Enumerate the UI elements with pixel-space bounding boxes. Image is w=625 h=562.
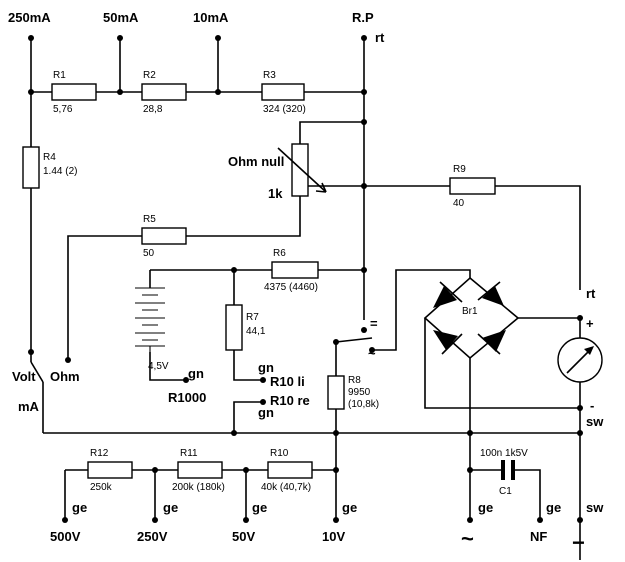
svg-text:Ohm: Ohm xyxy=(50,369,80,384)
resistor-r9: R9 40 xyxy=(449,164,496,209)
resistor-r5: R5 50 xyxy=(141,214,187,259)
svg-text:500V: 500V xyxy=(50,529,81,544)
svg-text:50V: 50V xyxy=(232,529,255,544)
svg-text:=: = xyxy=(370,316,378,331)
svg-text:1.44 (2): 1.44 (2) xyxy=(43,166,77,177)
svg-text:sw: sw xyxy=(586,500,604,515)
svg-text:200k (180k): 200k (180k) xyxy=(172,482,225,493)
resistor-r11: R11 200k (180k) xyxy=(172,448,225,493)
svg-text:R5: R5 xyxy=(143,214,156,225)
svg-text:9950: 9950 xyxy=(348,387,371,398)
svg-text:R10 re: R10 re xyxy=(270,393,310,408)
terminal-labels: 250mA 50mA 10mA R.P rt rt + - sw sw Volt… xyxy=(8,10,604,555)
svg-text:ge: ge xyxy=(342,500,357,515)
svg-text:−: − xyxy=(572,530,585,555)
resistor-r10: R10 40k (40,7k) xyxy=(261,448,313,493)
svg-text:100n 1k5V: 100n 1k5V xyxy=(480,448,528,459)
svg-text:ge: ge xyxy=(252,500,267,515)
svg-text:10mA: 10mA xyxy=(193,10,229,25)
battery-4-5v: 4,5V xyxy=(135,287,169,372)
svg-text:250k: 250k xyxy=(90,482,113,493)
svg-text:R12: R12 xyxy=(90,448,109,459)
svg-text:50: 50 xyxy=(143,248,155,259)
svg-text:250mA: 250mA xyxy=(8,10,51,25)
bridge-rectifier-br1: Br1 xyxy=(423,276,520,360)
svg-text:mA: mA xyxy=(18,399,40,414)
resistor-r1: R1 5,76 xyxy=(51,70,97,115)
svg-text:R11: R11 xyxy=(180,448,198,459)
svg-text:R1: R1 xyxy=(53,70,66,81)
svg-text:NF: NF xyxy=(530,529,547,544)
svg-text:R.P: R.P xyxy=(352,10,374,25)
svg-text:ge: ge xyxy=(72,500,87,515)
svg-text:rt: rt xyxy=(375,30,385,45)
svg-text:10V: 10V xyxy=(322,529,345,544)
svg-text:50mA: 50mA xyxy=(103,10,139,25)
resistor-r4: R4 1.44 (2) xyxy=(22,146,77,189)
range-switch: = ~ xyxy=(335,316,378,361)
svg-text:gn: gn xyxy=(188,366,204,381)
svg-text:~: ~ xyxy=(368,346,376,361)
svg-text:-: - xyxy=(590,398,594,413)
svg-text:R8: R8 xyxy=(348,375,361,386)
junction-dots xyxy=(28,35,583,523)
capacitor-c1: 100n 1k5V C1 xyxy=(480,448,528,497)
svg-text:R6: R6 xyxy=(273,248,286,259)
svg-text:R3: R3 xyxy=(263,70,276,81)
svg-text:R10 li: R10 li xyxy=(270,374,305,389)
svg-text:ge: ge xyxy=(478,500,493,515)
svg-text:R9: R9 xyxy=(453,164,466,175)
svg-text:44,1: 44,1 xyxy=(246,326,266,337)
svg-text:40k (40,7k): 40k (40,7k) xyxy=(261,482,311,493)
svg-text:5,76: 5,76 xyxy=(53,104,73,115)
resistor-r2: R2 28,8 xyxy=(141,70,187,115)
svg-text:40: 40 xyxy=(453,198,465,209)
svg-text:R7: R7 xyxy=(246,312,259,323)
svg-text:gn: gn xyxy=(258,405,274,420)
potentiometer-ohm-null: Ohm null 1k xyxy=(228,143,327,201)
svg-text:R1000: R1000 xyxy=(168,390,206,405)
resistor-r3: R3 324 (320) xyxy=(261,70,306,115)
resistor-r7: R7 44,1 xyxy=(225,304,266,351)
svg-text:+: + xyxy=(586,316,594,331)
svg-text:gn: gn xyxy=(258,360,274,375)
svg-text:~: ~ xyxy=(461,526,474,551)
svg-text:324 (320): 324 (320) xyxy=(263,104,306,115)
svg-text:1k: 1k xyxy=(268,186,283,201)
svg-text:R4: R4 xyxy=(43,152,56,163)
svg-text:sw: sw xyxy=(586,414,604,429)
svg-text:4,5V: 4,5V xyxy=(148,361,169,372)
svg-text:4375 (4460): 4375 (4460) xyxy=(264,282,318,293)
svg-text:C1: C1 xyxy=(499,486,512,497)
svg-text:R2: R2 xyxy=(143,70,156,81)
svg-text:250V: 250V xyxy=(137,529,168,544)
svg-text:R10: R10 xyxy=(270,448,289,459)
svg-text:(10,8k): (10,8k) xyxy=(348,399,379,410)
meter-movement xyxy=(557,337,603,383)
resistor-r12: R12 250k xyxy=(87,448,133,493)
svg-text:Volt: Volt xyxy=(12,369,36,384)
svg-text:ge: ge xyxy=(546,500,561,515)
svg-text:Br1: Br1 xyxy=(462,306,478,317)
resistor-r6: R6 4375 (4460) xyxy=(264,248,319,293)
svg-text:rt: rt xyxy=(586,286,596,301)
svg-text:Ohm null: Ohm null xyxy=(228,154,284,169)
svg-text:ge: ge xyxy=(163,500,178,515)
resistor-r8: R8 9950 (10,8k) xyxy=(327,375,379,410)
svg-text:28,8: 28,8 xyxy=(143,104,163,115)
